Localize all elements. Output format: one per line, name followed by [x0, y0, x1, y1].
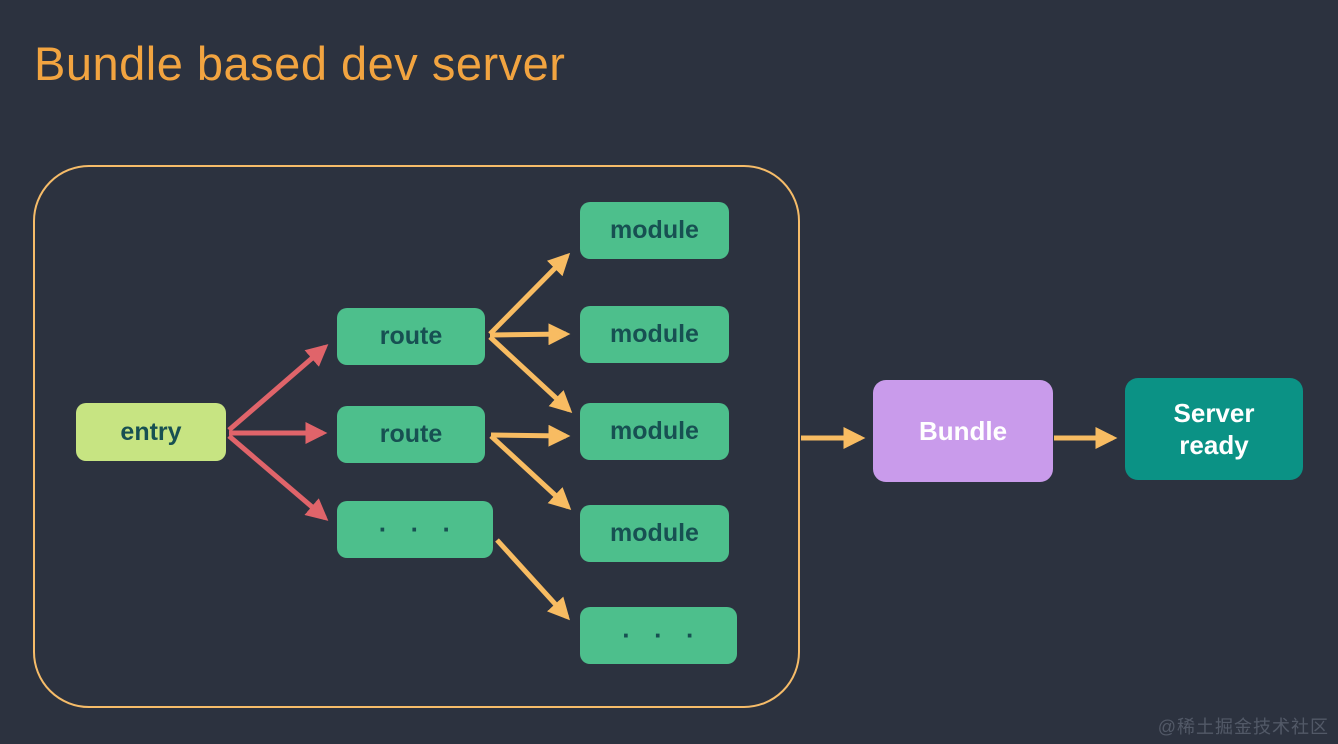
node-module-3-label: module [610, 417, 699, 445]
arrow-entry-to-route-1 [227, 344, 329, 432]
arrow-route-2-to-module-3 [490, 424, 571, 447]
node-module-ellipsis: · · · [580, 607, 737, 664]
node-route-1: route [337, 308, 485, 365]
dev-server-container [33, 165, 800, 708]
node-route-ellipsis-label: · · · [378, 514, 460, 544]
node-bundle: Bundle [873, 380, 1053, 482]
node-route-ellipsis: · · · [337, 501, 493, 558]
node-server-ready: Server ready [1125, 378, 1303, 480]
node-bundle-label: Bundle [918, 415, 1008, 446]
arrow-route-1-to-module-1 [488, 252, 571, 336]
arrow-entry-to-route-ellipsis [227, 434, 329, 521]
node-module-ellipsis-label: · · · [622, 620, 703, 650]
node-route-1-label: route [379, 322, 443, 350]
node-route-2: route [337, 406, 485, 463]
node-module-4: module [580, 505, 729, 562]
node-route-2-label: route [379, 420, 443, 448]
node-entry-label: entry [120, 417, 182, 446]
arrow-route-ellipsis-to-module-ellipsis [495, 538, 570, 621]
arrow-route-1-to-module-3 [488, 335, 573, 413]
node-server-ready-label: Server ready [1173, 397, 1255, 461]
node-module-4-label: module [610, 519, 699, 547]
arrow-route-1-to-module-2 [489, 323, 571, 346]
node-entry: entry [76, 403, 226, 461]
node-module-2-label: module [610, 320, 699, 348]
watermark: @稀土掘金技术社区 [1157, 717, 1329, 737]
node-module-2: module [580, 306, 729, 363]
arrow-route-2-to-module-4 [489, 434, 572, 510]
node-module-1: module [580, 202, 729, 259]
page-title: Bundle based dev server [34, 37, 566, 90]
node-module-3: module [580, 403, 729, 460]
node-module-1-label: module [610, 216, 699, 244]
